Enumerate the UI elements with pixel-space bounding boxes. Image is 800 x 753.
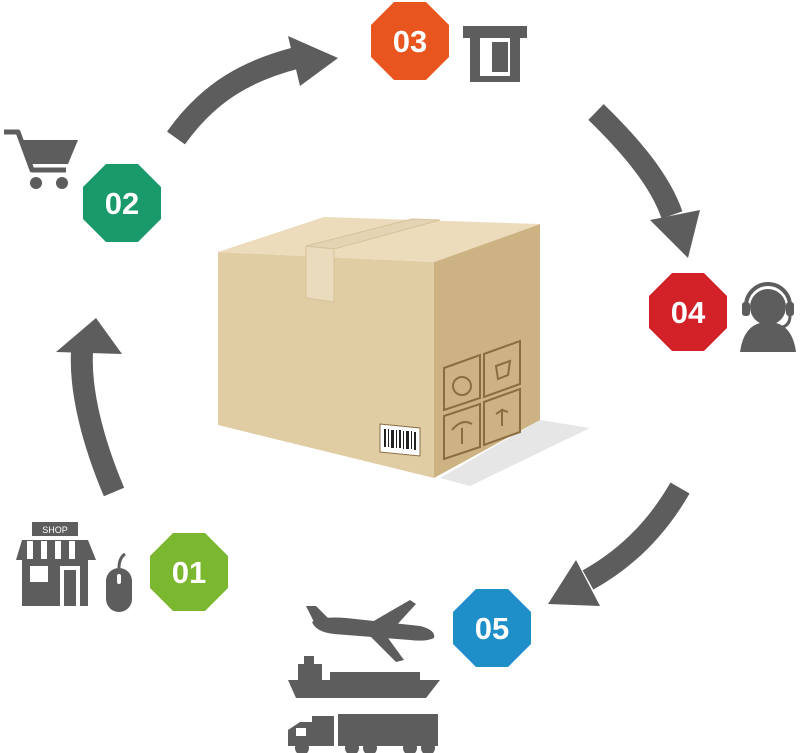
arrow-step3-to-step4: [588, 104, 700, 258]
step-number-01: 01: [172, 555, 206, 590]
barcode-icon: [379, 423, 421, 457]
handling-symbols: [443, 339, 521, 461]
ship-icon: [288, 656, 440, 698]
card-payment-icon: [463, 26, 527, 82]
mouse-icon: [106, 552, 132, 612]
shopping-cart-icon: [4, 129, 78, 189]
customer-support-icon: [740, 282, 796, 352]
shop-sign-label: SHOP: [42, 525, 68, 535]
arrow-step1-to-step2: [56, 318, 125, 497]
step-number-04: 04: [671, 295, 706, 330]
step-number-02: 02: [105, 186, 139, 221]
step-badge-03: 03: [371, 2, 449, 80]
step-badge-05: 05: [453, 589, 531, 667]
airplane-icon: [306, 600, 435, 662]
arrow-step4-to-step5: [548, 482, 690, 606]
cardboard-box-icon: [218, 217, 590, 486]
cycle-arrows: [56, 36, 700, 606]
step-badge-01: 01: [150, 533, 228, 611]
step-number-03: 03: [393, 24, 427, 59]
step-number-05: 05: [475, 611, 509, 646]
truck-icon: [288, 714, 438, 753]
step-badge-02: 02: [83, 164, 161, 242]
step-badge-04: 04: [649, 273, 727, 351]
arrow-step2-to-step3: [167, 36, 338, 145]
shop-icon: SHOP: [16, 522, 96, 606]
